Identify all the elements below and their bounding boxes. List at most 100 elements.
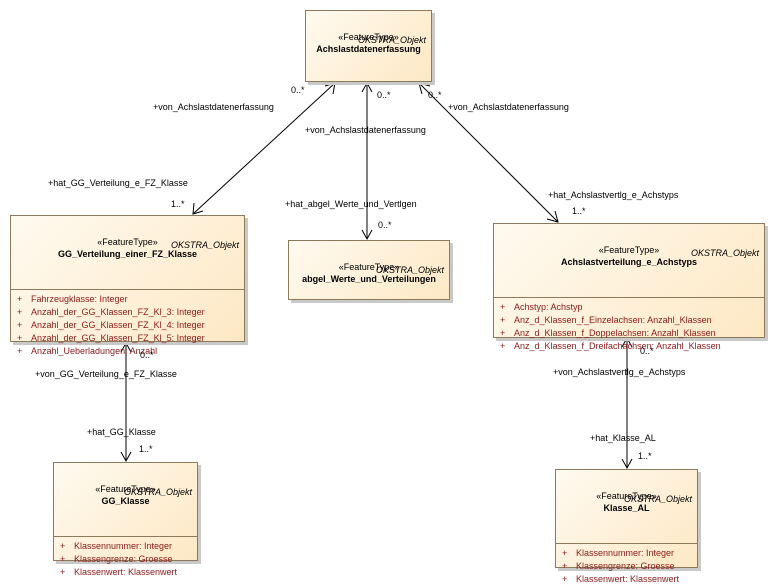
attribute-text: Anzahl_Ueberladungen: Anzahl (31, 346, 158, 356)
visibility-marker: + (17, 320, 23, 330)
attribute-row[interactable]: + Klassennummer: Integer (556, 547, 697, 560)
class-note: OKSTRA_Objekt (123, 487, 192, 497)
attribute-row[interactable]: + Anzahl_Ueberladungen: Anzahl (11, 345, 244, 358)
class-stereotype: «FeatureType» (596, 491, 657, 501)
association-a4-target-role: +hat_GG_Klasse (87, 427, 156, 437)
visibility-marker: + (17, 333, 23, 343)
class-name: Achslastdatenerfassung (316, 44, 421, 54)
visibility-marker: + (17, 346, 23, 356)
association-a4-source-mult: 0..* (140, 350, 154, 360)
attribute-list: + Fahrzeugklasse: Integer + Anzahl_der_GG_… (11, 289, 244, 360)
class-note: OKSTRA_Objekt (357, 35, 426, 45)
visibility-marker: + (60, 567, 66, 577)
association-a3-arrow-source (418, 82, 431, 95)
attribute-row[interactable]: + Anzahl_der_GG_Klassen_FZ_Kl_4: Integer (11, 319, 244, 332)
class-achslastdatenerfassung[interactable]: OKSTRA_Objekt «FeatureType» Achslastdate… (305, 10, 432, 82)
association-a2-source-mult: 0..* (377, 90, 391, 100)
class-stereotype: «FeatureType» (97, 237, 158, 247)
class-klasse-al[interactable]: OKSTRA_Objekt «FeatureType» Klasse_AL + K… (555, 469, 698, 584)
attribute-list: +Klassennummer: Integer +Klassengrenze: … (54, 536, 197, 581)
attribute-row[interactable]: + Klassennummer: Integer (54, 540, 197, 553)
association-a1-arrow-target (192, 202, 204, 215)
attribute-text: Klassennummer: Integer (74, 541, 173, 551)
attribute-list: + Klassennummer: Integer + Klassengrenze: … (556, 543, 697, 588)
association-a5-target-mult: 1..* (638, 451, 652, 461)
association-a5-target-role: +hat_Klasse_AL (590, 433, 656, 443)
attribute-row[interactable]: + Fahrzeugklasse: Integer (11, 293, 244, 306)
association-a2-arrow-source (361, 81, 373, 93)
association-a1-target-mult: 1..* (171, 199, 185, 209)
attribute-text: Anzahl_der_GG_Klassen_FZ_Kl_4: Integer (31, 320, 205, 330)
attribute-text: Anz_d_Klassen_f_Dreifachachsen: Anzahl_K… (514, 341, 721, 351)
visibility-marker: + (562, 548, 568, 558)
attribute-text: Klassengrenze: Groesse (74, 554, 173, 564)
association-a5-arrow-source (621, 336, 633, 348)
visibility-marker: + (500, 328, 506, 338)
attribute-text: Anz_d_Klassen_f_Einzelachsen: Anzahl_Kla… (514, 315, 712, 325)
attribute-row[interactable]: +Anz_d_Klassen_f_Einzelachsen: Anzahl_Kl… (494, 314, 764, 327)
class-name: GG_Klasse (101, 496, 150, 506)
attribute-text: Klassenwert: Klassenwert (74, 567, 178, 577)
association-a1-target-role: +hat_GG_Verteilung_e_FZ_Klasse (48, 178, 188, 188)
visibility-marker: + (562, 574, 568, 584)
association-a2-target-mult: 0..* (378, 220, 392, 230)
class-note: OKSTRA_Objekt (623, 494, 692, 504)
class-achslastverteilung[interactable]: OKSTRA_Objekt «FeatureType» Achslastvert… (493, 223, 765, 351)
association-a1-source-mult: 0..* (291, 85, 305, 95)
visibility-marker: + (17, 307, 23, 317)
attribute-text: Klassennummer: Integer (576, 548, 675, 558)
attribute-row[interactable]: + Anzahl_der_GG_Klassen_FZ_Kl_5: Integer (11, 332, 244, 345)
class-stereotype: «FeatureType» (598, 245, 660, 255)
class-stereotype: «FeatureType» (338, 262, 400, 272)
class-note: OKSTRA_Objekt (170, 240, 239, 250)
association-a4-arrow-source (120, 341, 132, 353)
attribute-text: Fahrzeugklasse: Integer (31, 294, 128, 304)
attribute-text: Achstyp: Achstyp (514, 302, 583, 312)
attribute-row[interactable]: + Klassenwert: Klassenwert (556, 573, 697, 586)
attribute-row[interactable]: + Anzahl_der_GG_Klassen_FZ_Kl_3: Integer (11, 306, 244, 319)
attribute-text: Klassenwert: Klassenwert (576, 574, 680, 584)
association-a4-target-mult: 1..* (139, 444, 153, 454)
visibility-marker: + (60, 541, 66, 551)
attribute-row[interactable]: + Anz_d_Klassen_f_Doppelachsen: Anzahl_Kl… (494, 327, 764, 340)
visibility-marker: + (500, 302, 506, 312)
association-a3-arrow-target (546, 210, 559, 223)
class-name: Klasse_AL (603, 503, 650, 513)
association-a3-line (418, 82, 559, 223)
association-a5-arrow-target (621, 458, 633, 470)
association-a3-target-mult: 1..* (572, 206, 586, 216)
association-a2-target-role: +hat_abgel_Werte_und_Vertlgen (285, 199, 417, 209)
association-a3-source-role: +von_Achslastdatenerfassung (448, 102, 569, 112)
attribute-row[interactable]: + Klassenwert: Klassenwert (54, 566, 197, 579)
class-stereotype: «FeatureType» (95, 484, 156, 494)
class-abgel-werte[interactable]: OKSTRA_Objekt «FeatureType» abgel_Werte_… (288, 240, 450, 300)
association-a1-arrow-source (324, 82, 336, 95)
attribute-row[interactable]: + Klassengrenze: Groesse (556, 560, 697, 573)
attribute-row[interactable]: + Achstyp: Achstyp (494, 301, 764, 314)
visibility-marker: + (562, 561, 568, 571)
class-note: OKSTRA_Objekt (375, 265, 444, 275)
class-name: abgel_Werte_und_Verteilungen (302, 274, 436, 284)
class-note: OKSTRA_Objekt (690, 248, 759, 258)
association-a2-arrow-target (361, 229, 373, 241)
visibility-marker: + (17, 294, 23, 304)
visibility-marker: + (500, 341, 506, 351)
class-gg-klasse[interactable]: OKSTRA_Objekt «FeatureType» GG_Klasse +K… (53, 462, 198, 577)
class-name: GG_Verteilung_einer_FZ_Klasse (57, 249, 198, 259)
attribute-row[interactable]: + Anz_d_Klassen_f_Dreifachachsen: Anzahl_… (494, 340, 764, 353)
association-a1-source-role: +von_Achslastdatenerfassung (153, 102, 274, 112)
association-a1-line (192, 82, 336, 215)
association-a5-source-role: +von_Achslastvertlg_e_Achstyps (553, 367, 686, 377)
attribute-text: Anzahl_der_GG_Klassen_FZ_Kl_5: Integer (31, 333, 205, 343)
attribute-row[interactable]: +Klassengrenze: Groesse (54, 553, 197, 566)
class-name: Achslastverteilung_e_Achstyps (560, 257, 698, 267)
attribute-list: +Achstyp: Achstyp +Anz_d_Klassen_f_Einze… (494, 297, 764, 355)
association-a3-target-role: +hat_Achslastvertlg_e_Achstyps (548, 190, 679, 200)
association-a2-source-role: +von_Achslastdatenerfassung (305, 125, 426, 135)
attribute-text: Klassengrenze: Groesse (576, 561, 675, 571)
class-gg-verteilung[interactable]: OKSTRA_Objekt «FeatureType» GG_Verteilun… (10, 215, 245, 356)
association-a4-source-role: +von_GG_Verteilung_e_FZ_Klasse (35, 369, 177, 379)
attribute-text: Anz_d_Klassen_f_Doppelachsen: Anzahl_Kla… (514, 328, 716, 338)
attribute-text: Anzahl_der_GG_Klassen_FZ_Kl_3: Integer (31, 307, 205, 317)
